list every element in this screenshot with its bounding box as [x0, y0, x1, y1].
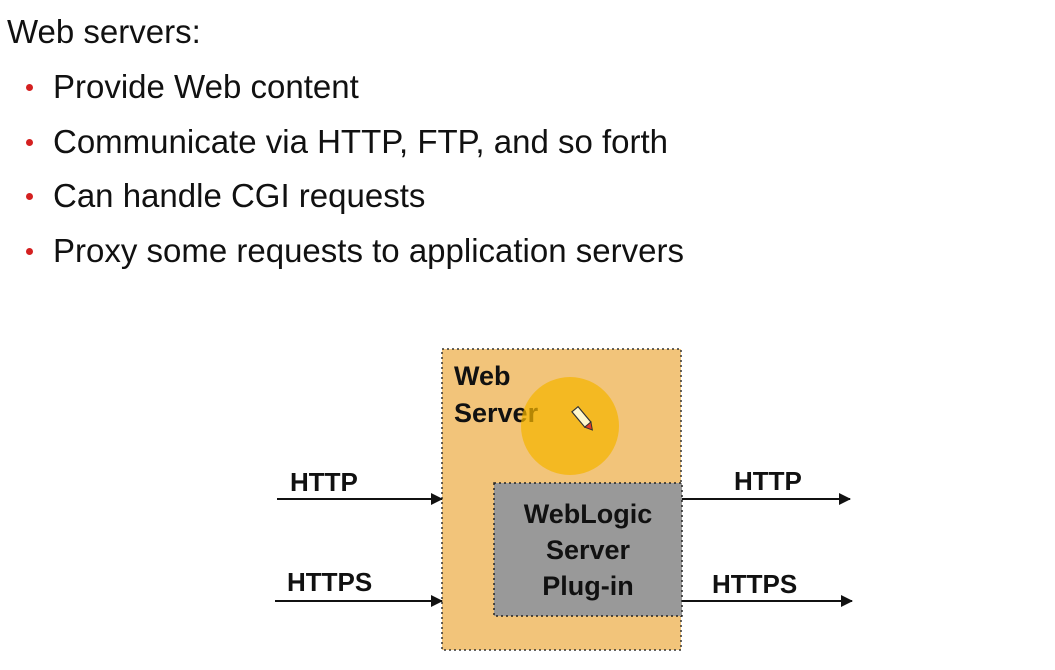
input-https-label: HTTPS — [287, 567, 372, 597]
output-http-label: HTTP — [734, 466, 802, 496]
plugin-label-line2: Server — [546, 535, 631, 565]
bullet-item-communicate: Communicate via HTTP, FTP, and so forth — [22, 122, 684, 177]
bullet-item-provide-content: Provide Web content — [22, 67, 684, 122]
bullet-list: Provide Web content Communicate via HTTP… — [22, 67, 684, 285]
bullet-dot-icon — [26, 247, 33, 255]
bullet-item-proxy: Proxy some requests to application serve… — [22, 231, 684, 286]
plugin-label-line3: Plug-in — [542, 571, 633, 601]
plugin-box — [493, 482, 683, 617]
bullet-text: Communicate via HTTP, FTP, and so forth — [53, 122, 669, 160]
plugin-label-line1: WebLogic — [524, 499, 653, 529]
pen-cursor-icon — [571, 405, 594, 431]
bullet-dot-icon — [26, 84, 33, 91]
bullet-text: Proxy some requests to application serve… — [53, 231, 684, 269]
bullet-dot-icon — [26, 193, 33, 200]
output-https-label: HTTPS — [712, 569, 797, 599]
bullet-dot-icon — [26, 138, 33, 146]
bullet-text: Can handle CGI requests — [53, 177, 426, 214]
slide-heading: Web servers: — [7, 13, 201, 50]
input-http-label: HTTP — [290, 467, 358, 497]
bullet-text: Provide Web content — [53, 68, 359, 105]
cursor-highlight — [521, 377, 619, 475]
web-server-label-line1: Web — [454, 361, 511, 391]
bullet-item-cgi: Can handle CGI requests — [22, 176, 684, 231]
